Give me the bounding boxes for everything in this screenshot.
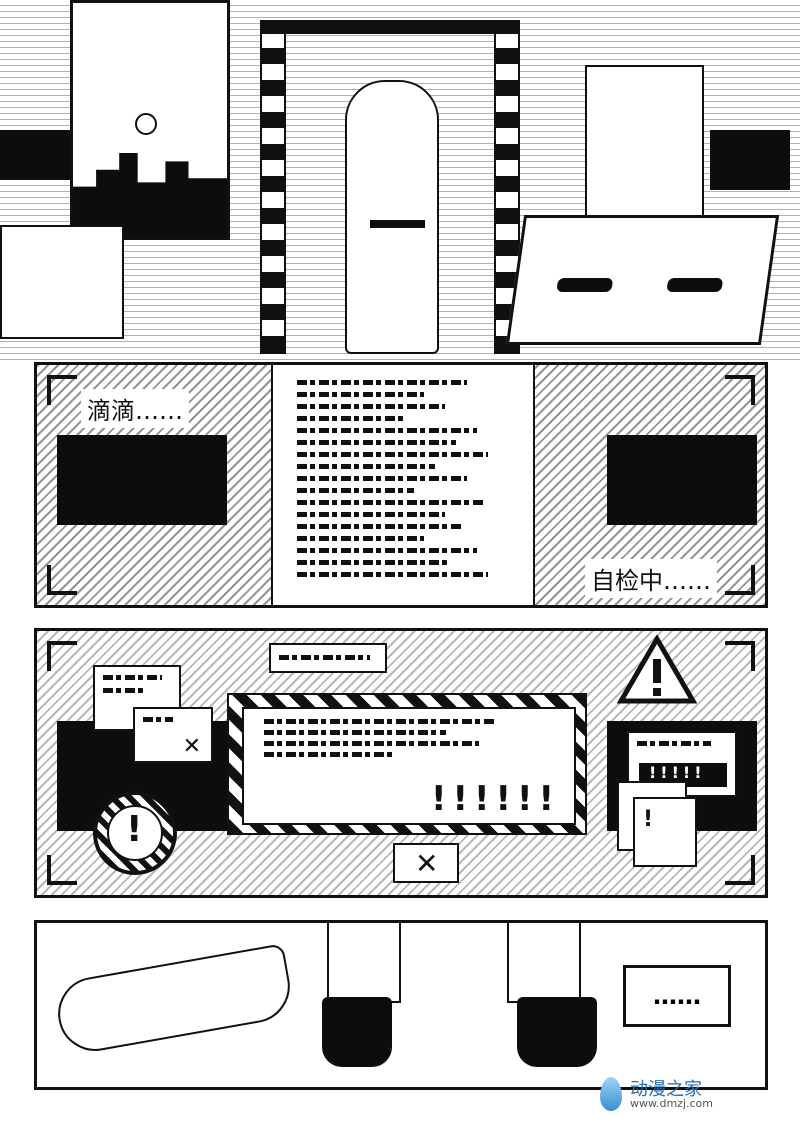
right-leg: [507, 923, 581, 1003]
character-figure: [345, 80, 439, 354]
exclamation-icon: !: [643, 807, 654, 832]
tail: [52, 943, 296, 1057]
drop-logo-icon: [600, 1077, 622, 1111]
right-eye: [666, 278, 724, 292]
scan-bracket-br: [725, 565, 755, 595]
status-bar-note: [269, 643, 387, 673]
panel-self-check: 滴滴…… 自检中……: [34, 362, 768, 608]
left-shelf: [0, 130, 70, 180]
city-window-inset: [70, 0, 230, 240]
dark-wall-left: [57, 435, 227, 525]
stacked-note-2: !: [633, 797, 697, 867]
left-foot: [322, 997, 392, 1067]
left-eye: [556, 278, 614, 292]
speech-bubble: ……: [623, 965, 731, 1027]
panel-tail-feet: ……: [34, 920, 768, 1090]
caption-beep: 滴滴……: [81, 389, 189, 428]
exclamation-icon: !!!!!!: [430, 779, 560, 819]
close-icon: ✕: [415, 847, 439, 880]
panel-warnings: !!!!!! !!! ✕ ! !!!!! ! ✕: [34, 628, 768, 898]
scan-bracket-bl: [47, 855, 77, 885]
exclamation-icon: !!!!!: [649, 763, 706, 782]
circle-warning-icon: !: [93, 791, 177, 875]
scan-bracket-tl: [47, 641, 77, 671]
alert-panel: !!!!!!: [242, 707, 576, 825]
left-leg: [327, 923, 401, 1003]
code-panel: [271, 365, 535, 605]
monitor: [710, 130, 790, 190]
left-table: [0, 225, 124, 339]
right-foot: [517, 997, 597, 1067]
character-belt: [370, 220, 425, 228]
scan-bracket-bl: [47, 565, 77, 595]
cancel-card: ✕: [393, 843, 459, 883]
watermark-brand: 动漫之家: [630, 1079, 702, 1100]
scan-bracket-tr: [725, 641, 755, 671]
site-watermark: 动漫之家 www.dmzj.com: [600, 1075, 760, 1115]
scan-bracket-tl: [47, 375, 77, 405]
watermark-url: www.dmzj.com: [630, 1097, 713, 1110]
scan-bracket-br: [725, 855, 755, 885]
error-note-front: ✕: [133, 707, 213, 763]
dark-wall-right: [607, 435, 757, 525]
sun-icon: [135, 113, 157, 135]
triangle-warning-icon: [616, 634, 698, 705]
close-icon: ✕: [182, 734, 201, 759]
caption-self-check: 自检中……: [585, 559, 717, 598]
bubble-text: ……: [653, 982, 701, 1010]
scan-bracket-tr: [725, 375, 755, 405]
panel-lab-scene: [0, 0, 800, 360]
face-closeup-inset: [505, 215, 780, 345]
